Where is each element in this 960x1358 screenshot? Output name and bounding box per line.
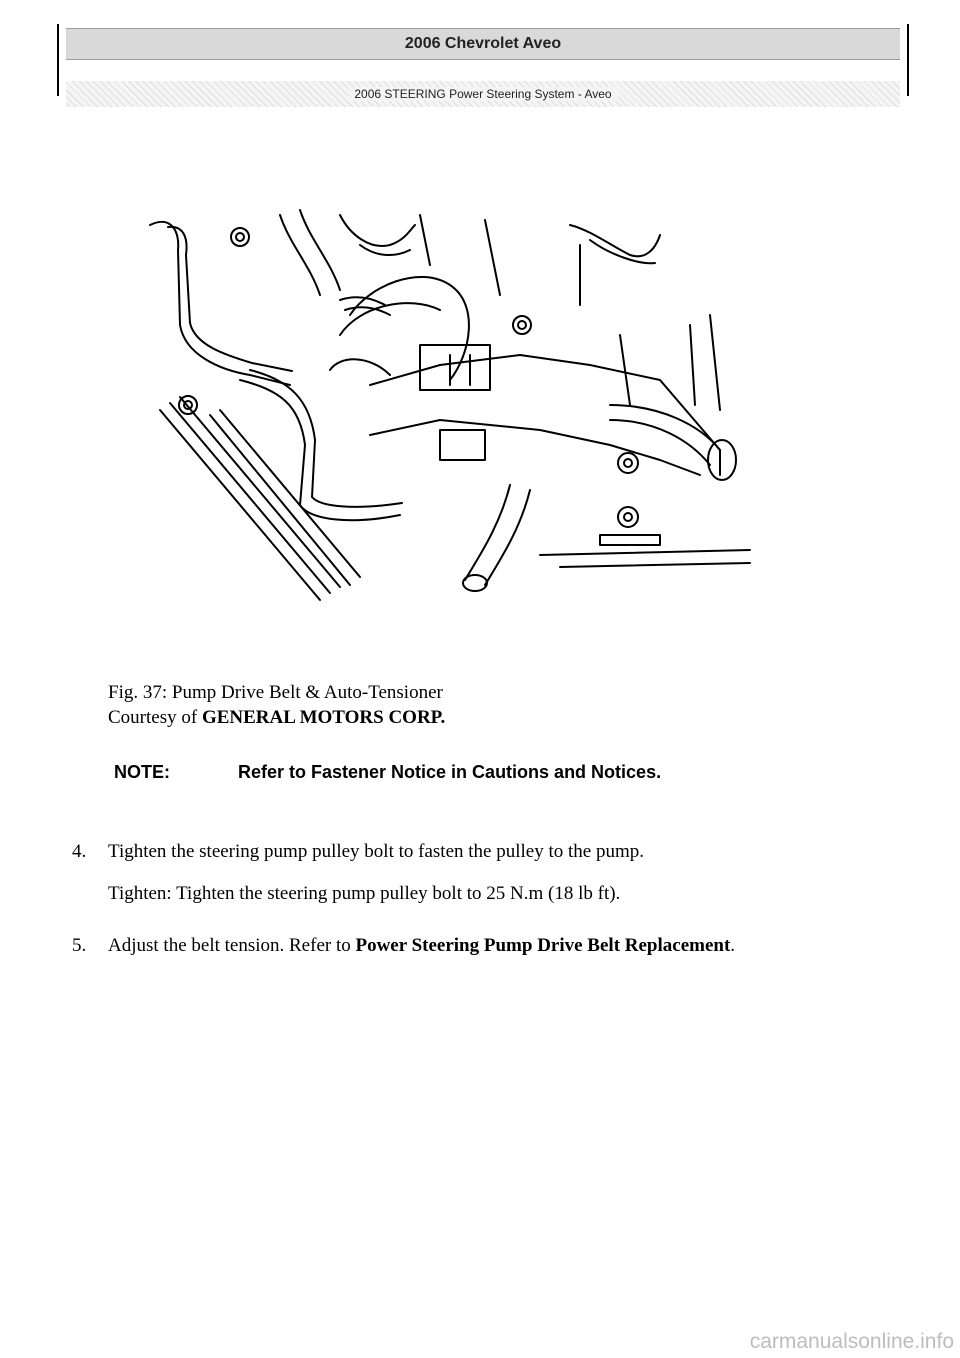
document-subtitle-text: 2006 STEERING Power Steering System - Av… — [348, 87, 618, 101]
caption-title: Fig. 37: Pump Drive Belt & Auto-Tensione… — [108, 682, 443, 703]
step-suffix: . — [730, 935, 736, 956]
credit-company: GENERAL MOTORS CORP. — [201, 707, 446, 728]
step-4: 4. Tighten the steering pump pulley bolt … — [72, 840, 644, 864]
figure-illustration — [140, 205, 760, 605]
page-header: 2006 Chevrolet Aveo 2006 STEERING Power … — [57, 24, 909, 107]
document-title: 2006 Chevrolet Aveo — [66, 28, 900, 60]
procedure-link[interactable]: Power Steering Pump Drive Belt Replaceme… — [355, 935, 731, 956]
figure-caption: Fig. 37: Pump Drive Belt & Auto-Tensione… — [108, 680, 445, 730]
step-number: 5. — [72, 935, 87, 956]
document-subtitle: 2006 STEERING Power Steering System - Av… — [66, 81, 900, 107]
step-text: Tighten the steering pump pulley bolt to… — [108, 841, 644, 862]
note-text: Refer to Fastener Notice in Cautions and… — [238, 762, 662, 782]
step-number: 4. — [72, 841, 87, 862]
step-text: Adjust the belt tension. Refer to — [108, 935, 351, 956]
step-4-detail: Tighten: Tighten the steering pump pulle… — [108, 883, 621, 904]
note-label: NOTE: — [114, 762, 170, 782]
credit-prefix: Courtesy of — [108, 707, 198, 728]
site-watermark: carmanualsonline.info — [749, 1330, 954, 1353]
caption-credit: Courtesy of GENERAL MOTORS CORP. — [108, 705, 445, 730]
step-5: 5. Adjust the belt tension. Refer to Powe… — [72, 934, 735, 958]
